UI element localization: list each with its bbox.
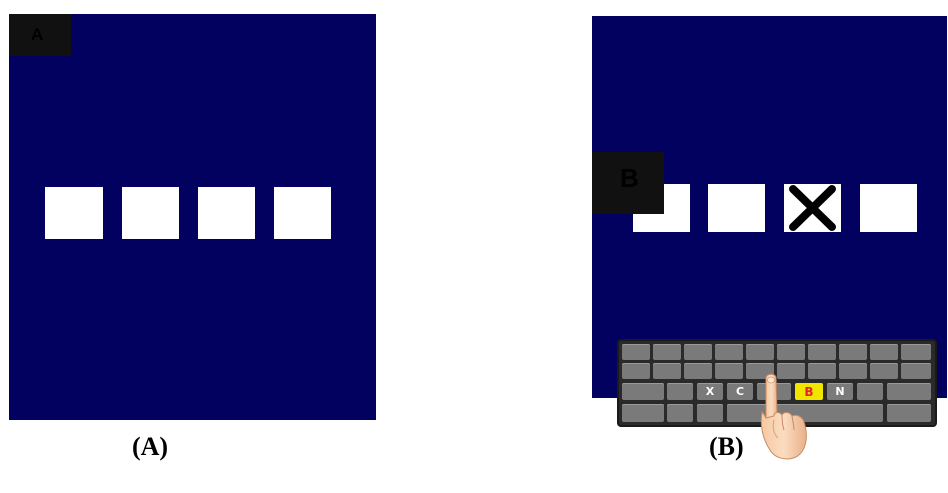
keyboard-key-x[interactable]: X (697, 383, 723, 400)
keyboard-key[interactable] (667, 404, 693, 422)
panel-b-caption: (B) (709, 432, 744, 462)
panel-a: A (9, 14, 376, 420)
keyboard-key[interactable] (887, 404, 931, 422)
keyboard-key[interactable] (839, 344, 867, 360)
keyboard-key[interactable] (684, 344, 712, 360)
keyboard-key[interactable] (653, 344, 681, 360)
keyboard-key[interactable] (808, 344, 836, 360)
keyboard-key[interactable] (777, 344, 805, 360)
keyboard-key[interactable] (697, 404, 723, 422)
keyboard-key[interactable] (870, 363, 898, 379)
panel-a-caption: (A) (132, 432, 168, 462)
keyboard-key-n-label: N (827, 383, 853, 400)
panel-b-corner-label: B (592, 152, 664, 214)
keyboard-key[interactable] (622, 344, 650, 360)
keyboard-key-shift[interactable] (622, 383, 664, 400)
panel-a-cell-1 (45, 187, 103, 239)
keyboard-key-c[interactable]: C (727, 383, 753, 400)
keyboard-key-x-label: X (697, 383, 723, 400)
keyboard-key-enter[interactable] (887, 383, 931, 400)
panel-a-cell-3 (198, 187, 255, 239)
pointing-finger-icon (752, 372, 812, 464)
panel-b-cell-2 (708, 184, 765, 232)
panel-a-cell-4 (274, 187, 331, 239)
panel-b-cell-4 (860, 184, 917, 232)
panel-b-cell-3 (784, 184, 841, 232)
panel-a-corner-label: A (9, 14, 71, 56)
keyboard-key[interactable] (870, 344, 898, 360)
keyboard-key[interactable] (839, 363, 867, 379)
keyboard-key[interactable] (684, 363, 712, 379)
keyboard-key[interactable] (622, 404, 664, 422)
keyboard-key[interactable] (746, 344, 774, 360)
keyboard-key[interactable] (808, 363, 836, 379)
panel-a-cell-2 (122, 187, 179, 239)
keyboard-key[interactable] (667, 383, 693, 400)
cross-icon (784, 184, 841, 232)
keyboard-key[interactable] (857, 383, 883, 400)
keyboard-key[interactable] (653, 363, 681, 379)
keyboard-key[interactable] (715, 363, 743, 379)
keyboard-key[interactable] (901, 344, 931, 360)
keyboard-key[interactable] (622, 363, 650, 379)
keyboard-key[interactable] (901, 363, 931, 379)
keyboard-key[interactable] (715, 344, 743, 360)
keyboard-key-c-label: C (727, 383, 753, 400)
keyboard-key-n[interactable]: N (827, 383, 853, 400)
